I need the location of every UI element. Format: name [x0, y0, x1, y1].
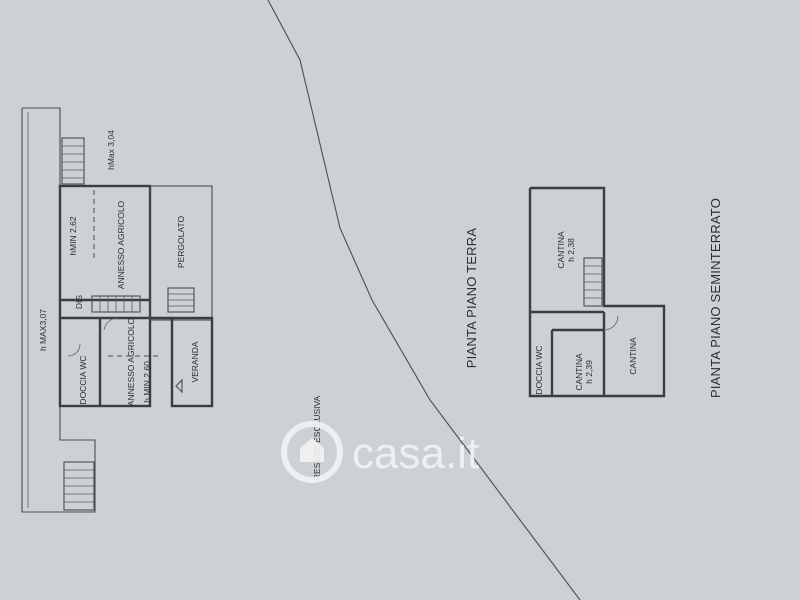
title-pianta-piano-seminterrato: PIANTA PIANO SEMINTERRATO: [708, 198, 723, 398]
label-annesso-upper: ANNESSO AGRICOLO: [116, 200, 126, 289]
ground-floor-plan: ANNESSO AGRICOLO ANNESSO AGRICOLO PERGOL…: [21, 107, 214, 513]
door-arc-2: [67, 343, 81, 357]
label-h-min-annesso: hMIN 2,62: [68, 216, 78, 255]
label-cantina-small: CANTINA: [574, 353, 584, 391]
site-strip: [21, 107, 96, 513]
label-veranda: VERANDA: [190, 341, 200, 382]
pergolato-outline: [149, 185, 213, 321]
door-arc-1: [103, 317, 119, 331]
label-dis: DIS: [74, 295, 84, 310]
pergolato-stair: [167, 287, 195, 313]
label-h-max-outer: h MAX3,07: [38, 309, 48, 351]
title-pianta-piano-terra: PIANTA PIANO TERRA: [464, 228, 479, 369]
label-basement-doccia-wc: DOCCIA WC: [534, 345, 544, 394]
stair-top: [61, 137, 85, 185]
watermark-logo-icon: [281, 421, 343, 483]
label-h-max-annesso: hMax 3,04: [106, 130, 116, 170]
label-h-cantina-small: h 2,39: [584, 360, 594, 384]
watermark-house-icon: [300, 438, 324, 462]
label-cantina-upper: CANTINA: [556, 231, 566, 269]
entry-arrow: [175, 378, 183, 394]
veranda-walls: [170, 316, 214, 408]
basement-plan: CANTINA h 2,38 CANTINA h 2,39 CANTINA DO…: [528, 186, 666, 398]
basement-stair: [583, 257, 603, 307]
internal-stair: [91, 295, 141, 313]
basement-outer-walls: [528, 186, 666, 398]
label-resede-esclusiva: RESEDE ESCLUSIVA: [312, 395, 322, 480]
stair-bottom: [63, 461, 95, 511]
label-doccia-wc: DOCCIA WC: [78, 355, 88, 404]
label-h-cantina-upper: h 2,38: [566, 238, 576, 262]
watermark-brand: casa.it: [352, 429, 479, 478]
label-cantina-right: CANTINA: [628, 337, 638, 375]
label-pergolato: PERGOLATO: [176, 216, 186, 269]
casa-it-watermark: casa.it: [281, 421, 479, 483]
label-h-min-lower: h MIN 2,60: [142, 361, 152, 403]
label-annesso-lower: ANNESSO AGRICOLO: [126, 317, 136, 406]
basement-door-arc: [603, 315, 619, 331]
property-boundary-line: [267, 0, 581, 600]
